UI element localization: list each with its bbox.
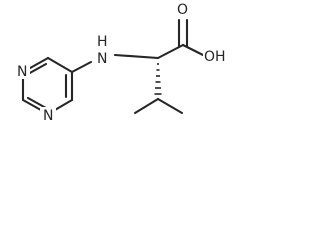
carbonyl-oxygen: O [177,2,188,18]
bond-isopropyl-right [156,97,184,115]
hydroxyl-label-bg [203,48,231,64]
bond-isopropyl-left [133,97,160,115]
bond-nh-to-alpha-carbon [113,53,160,60]
atom-labels: N N H N O OH [16,2,231,124]
pyrimidine-ring [21,56,74,116]
amine-hydrogen: H [97,34,108,50]
side-chain [70,18,205,115]
amine-nitrogen: N [97,51,107,67]
ring-n2-label-bg [40,107,56,123]
ring-nitrogen-top: N [17,64,27,80]
ring-double-bond-inner-2 [26,96,48,110]
bond-carboxyl-to-hydroxyl [181,43,205,57]
bond-ring-to-nh [70,60,93,74]
stereo-hash-bond [154,63,162,95]
amine-label-bg [92,34,114,68]
chemical-structure: N N H N O OH [16,2,231,124]
hydroxyl-group: OH [204,49,226,65]
ring-double-bond-inner-1 [26,62,48,76]
ring-nitrogen-bottom: N [43,108,53,124]
ring-bond-c5-c4 [46,56,74,74]
ring-n1-label-bg [16,63,30,79]
